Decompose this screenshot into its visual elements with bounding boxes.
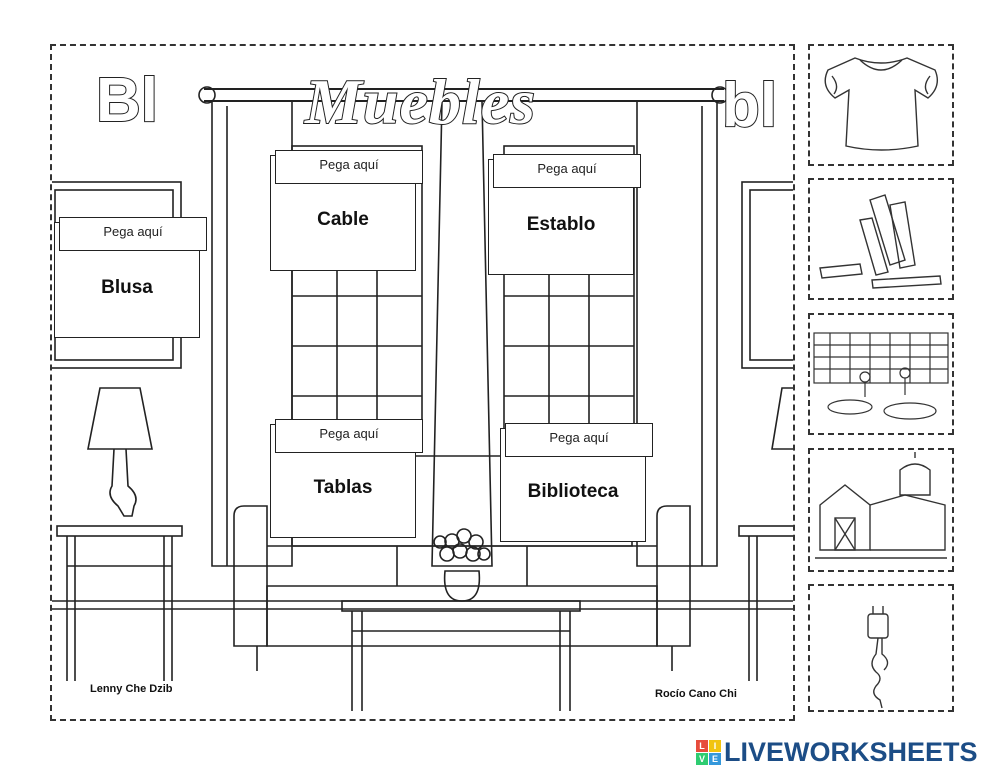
credit-right: Rocío Cano Chi: [655, 688, 737, 700]
blouse-image[interactable]: [808, 44, 954, 166]
living-room-illustration: [52, 86, 793, 711]
paste-here-label[interactable]: Pega aquí: [275, 419, 423, 453]
word-label: Biblioteca: [527, 481, 619, 502]
word-card-biblioteca[interactable]: Pega aquí Biblioteca: [500, 423, 653, 542]
word-label: Cable: [317, 209, 369, 230]
paste-here-label[interactable]: Pega aquí: [493, 154, 641, 188]
worksheet-frame: [50, 44, 795, 721]
wood-planks-icon: [819, 194, 942, 289]
blouse-icon: [824, 57, 938, 151]
power-cable-icon: [867, 606, 889, 709]
letters-uppercase: Bl: [95, 66, 159, 135]
library-image[interactable]: [808, 313, 954, 435]
logo-text: LIVEWORKSHEETS: [724, 736, 978, 767]
word-label: Establo: [526, 214, 596, 235]
word-label: Blusa: [101, 277, 153, 298]
word-label: Tablas: [313, 477, 373, 498]
paste-here-label[interactable]: Pega aquí: [275, 150, 423, 184]
credit-left: Lenny Che Dzib: [90, 683, 173, 695]
word-card-tablas[interactable]: Pega aquí Tablas: [270, 419, 423, 538]
liveworksheets-logo[interactable]: L I V E LIVEWORKSHEETS: [696, 737, 978, 767]
barn-image[interactable]: [808, 448, 954, 572]
liveworksheets-icon: L I V E: [696, 739, 721, 765]
word-card-establo[interactable]: Pega aquí Establo: [488, 154, 641, 275]
barn-icon: [815, 452, 947, 559]
paste-here-label[interactable]: Pega aquí: [505, 423, 653, 457]
library-icon: [813, 332, 949, 420]
worksheet-title: Muebles: [304, 66, 536, 137]
wood-planks-image[interactable]: [808, 178, 954, 300]
paste-here-label[interactable]: Pega aquí: [59, 217, 207, 251]
letters-lowercase: bl: [721, 71, 778, 140]
word-card-cable[interactable]: Pega aquí Cable: [270, 150, 423, 271]
word-card-blusa[interactable]: Pega aquí Blusa: [54, 217, 207, 338]
power-cable-image[interactable]: [808, 584, 954, 712]
